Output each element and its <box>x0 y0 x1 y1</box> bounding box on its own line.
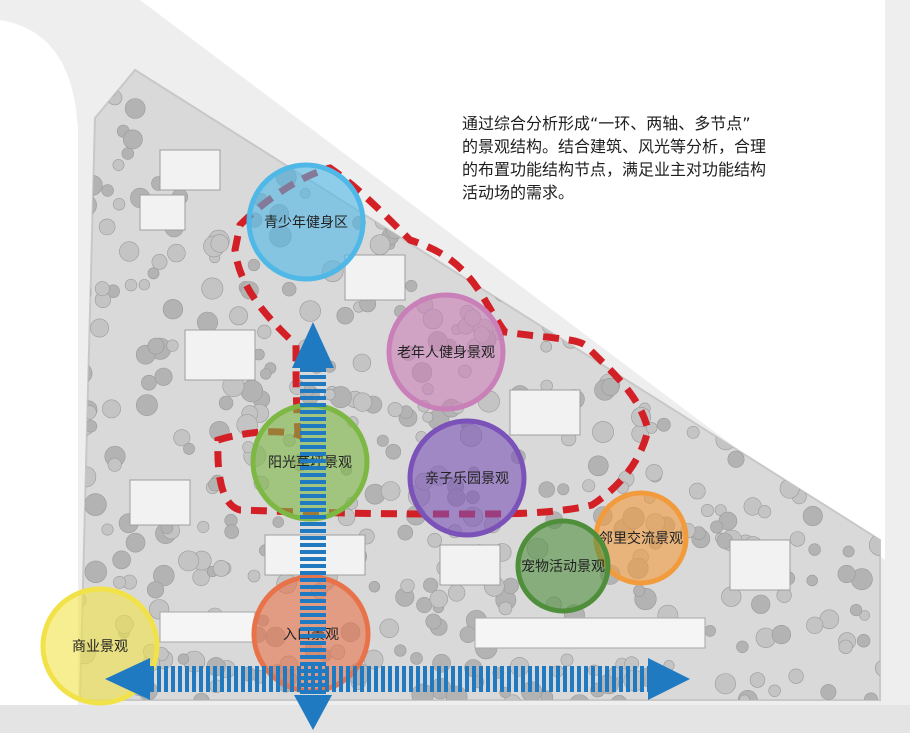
landscape-ring <box>214 164 652 518</box>
description-line: 的景观结构。结合建筑、风光等分析，合理 <box>462 137 767 156</box>
node-label: 亲子乐园景观 <box>425 471 509 487</box>
node-circle <box>246 162 366 282</box>
node-label: 宠物活动景观 <box>521 559 605 575</box>
node-label: 商业景观 <box>72 639 128 655</box>
description-line: 的布置功能结构节点，满足业主对功能结构 <box>462 160 767 179</box>
node-parent-child: 亲子乐园景观 <box>407 418 527 538</box>
node-circle <box>407 418 527 538</box>
building-footprints <box>129 149 791 649</box>
horizontal-axis <box>105 658 690 700</box>
node-pet-activity: 宠物活动景观 <box>515 518 611 614</box>
node-label: 邻里交流景观 <box>599 530 683 547</box>
node-neighborhood: 邻里交流景观 <box>593 490 689 586</box>
node-youth-fitness: 青少年健身区 <box>246 162 366 282</box>
description-line: 通过综合分析形成“一环、两轴、多节点” <box>462 114 751 133</box>
vertical-axis <box>292 322 334 730</box>
node-label: 青少年健身区 <box>264 215 348 231</box>
west-road <box>0 20 78 733</box>
node-elderly-fitness: 老年人健身景观 <box>386 292 506 412</box>
node-circle <box>386 292 506 412</box>
node-circle <box>515 518 611 614</box>
structure-description: 通过综合分析形成“一环、两轴、多节点” 的景观结构。结合建筑、风光等分析，合理 … <box>462 112 882 204</box>
node-label: 老年人健身景观 <box>397 345 495 361</box>
description-line: 活动场的需求。 <box>462 183 575 202</box>
south-arrowhead <box>294 695 332 730</box>
east-arrowhead <box>648 658 690 700</box>
west-arrowhead <box>105 658 150 700</box>
node-layer: 青少年健身区老年人健身景观阳光草坪景观亲子乐园景观邻里交流景观宠物活动景观入口景… <box>40 162 689 706</box>
northeast-field <box>140 0 885 560</box>
north-arrowhead <box>292 322 334 368</box>
south-road <box>0 705 910 733</box>
